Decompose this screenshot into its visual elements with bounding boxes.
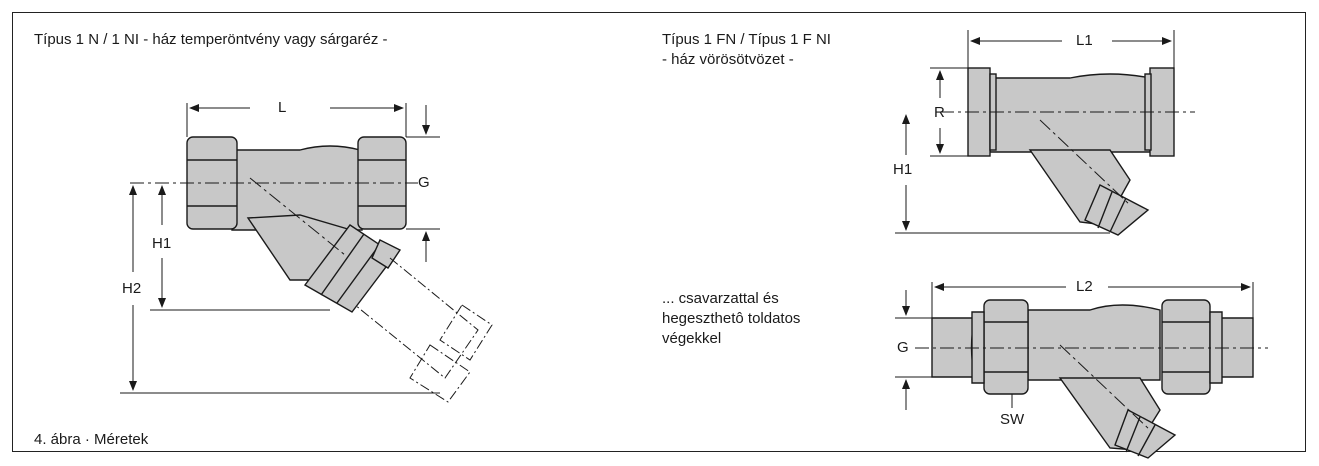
dim-label-L1: L1 (1076, 32, 1093, 49)
right-drawing-title-line1: Típus 1 FN / Típus 1 F NI (662, 31, 831, 48)
variant-caption-line3: végekkel (662, 330, 722, 347)
dim-label-G-right: G (897, 339, 909, 356)
dim-label-L2: L2 (1076, 278, 1093, 295)
dim-label-R: R (934, 104, 945, 121)
dim-label-H1-right: H1 (893, 161, 913, 178)
figure-caption: 4. ábra · Méretek (34, 431, 149, 448)
dim-label-H2: H2 (122, 280, 142, 297)
strainer-1fn-drawing (967, 67, 1175, 236)
strainer-union-drawing (931, 299, 1254, 459)
right-drawing-title-line2: - ház vörösötvözet - (662, 51, 794, 68)
dim-label-G: G (418, 174, 430, 191)
variant-caption-line2: hegeszthetô toldatos (662, 310, 801, 327)
dim-label-H1: H1 (152, 235, 172, 252)
dim-label-SW: SW (1000, 411, 1025, 428)
variant-caption-line1: ... csavarzattal és (662, 290, 779, 307)
left-drawing-title: Típus 1 N / 1 NI - ház temperöntvény vag… (34, 31, 388, 48)
figure-frame (12, 12, 1306, 452)
dim-label-L: L (278, 99, 287, 116)
strainer-1n-drawing (186, 136, 407, 313)
